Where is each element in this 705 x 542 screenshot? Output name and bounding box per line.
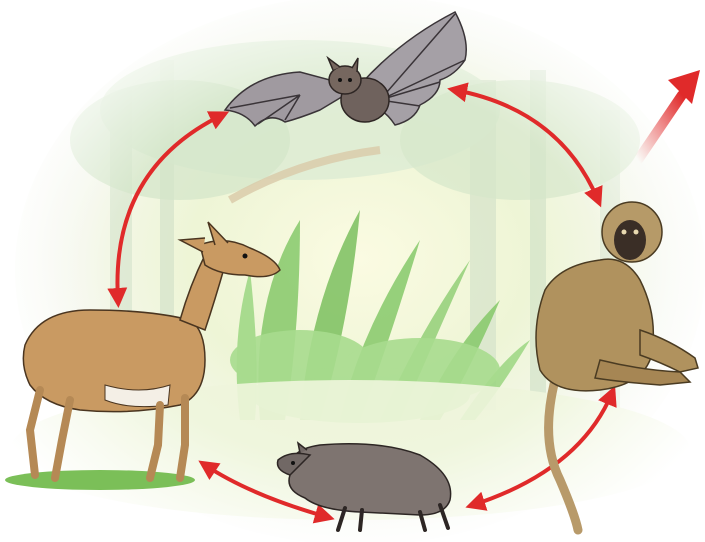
cycle-diagram bbox=[0, 0, 705, 542]
